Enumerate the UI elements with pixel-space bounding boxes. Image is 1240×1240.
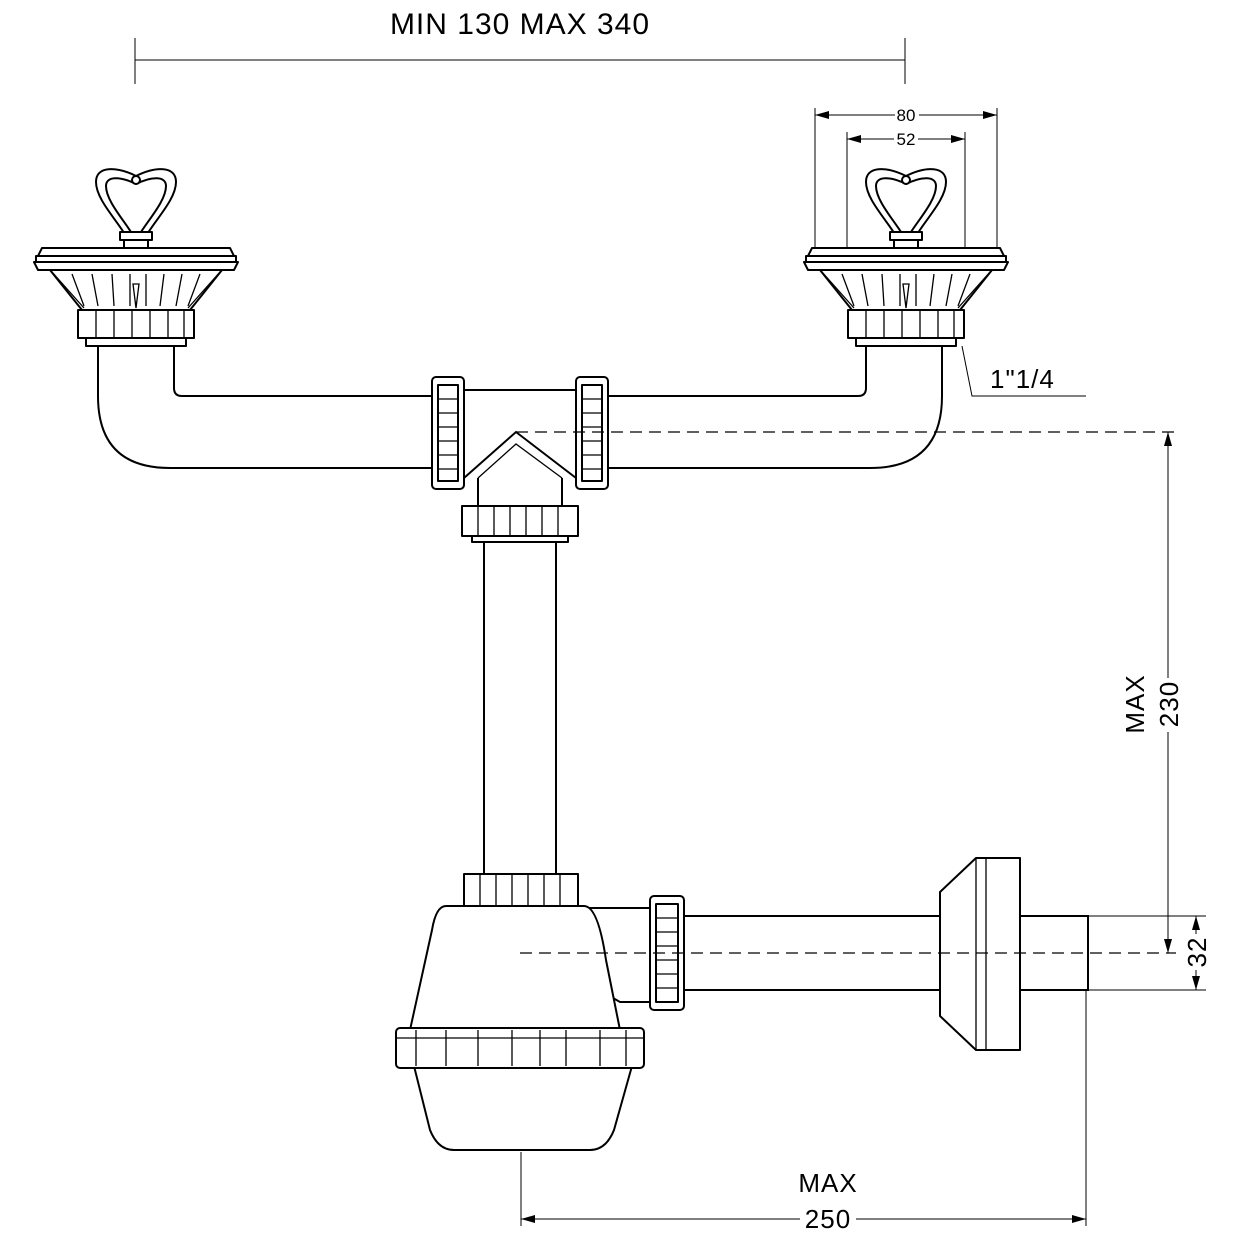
- thread-size-label: 1"1/4: [990, 364, 1055, 394]
- height-value-label: 230: [1154, 681, 1184, 727]
- length-value-label: 250: [805, 1204, 851, 1234]
- inner-diameter-label: 52: [897, 130, 916, 149]
- thread-size-callout: 1"1/4: [961, 345, 1086, 397]
- height-dimension: MAX 230: [516, 431, 1184, 954]
- outer-diameter-label: 80: [897, 106, 916, 125]
- overflow-pipes: [97, 346, 943, 874]
- spacing-label: MIN 130 MAX 340: [390, 8, 650, 41]
- strainer-diameter-dimensions: 80 52: [814, 106, 998, 252]
- tee-nut-right: [575, 376, 609, 490]
- outlet-pipe: [684, 857, 1089, 1051]
- tee-nut-left: [431, 376, 465, 490]
- outlet-diameter-dimension: 32: [1088, 915, 1212, 991]
- outlet-diameter-label: 32: [1182, 937, 1212, 968]
- left-strainer: [33, 168, 239, 347]
- spacing-dimension: MIN 130 MAX 340: [134, 8, 906, 84]
- length-word-label: MAX: [798, 1168, 857, 1198]
- bottle-trap: [395, 873, 685, 1151]
- length-dimension: MAX 250: [520, 990, 1087, 1234]
- tee-bottom-nut: [461, 505, 579, 543]
- right-strainer: [803, 168, 1009, 347]
- height-word-label: MAX: [1120, 674, 1150, 733]
